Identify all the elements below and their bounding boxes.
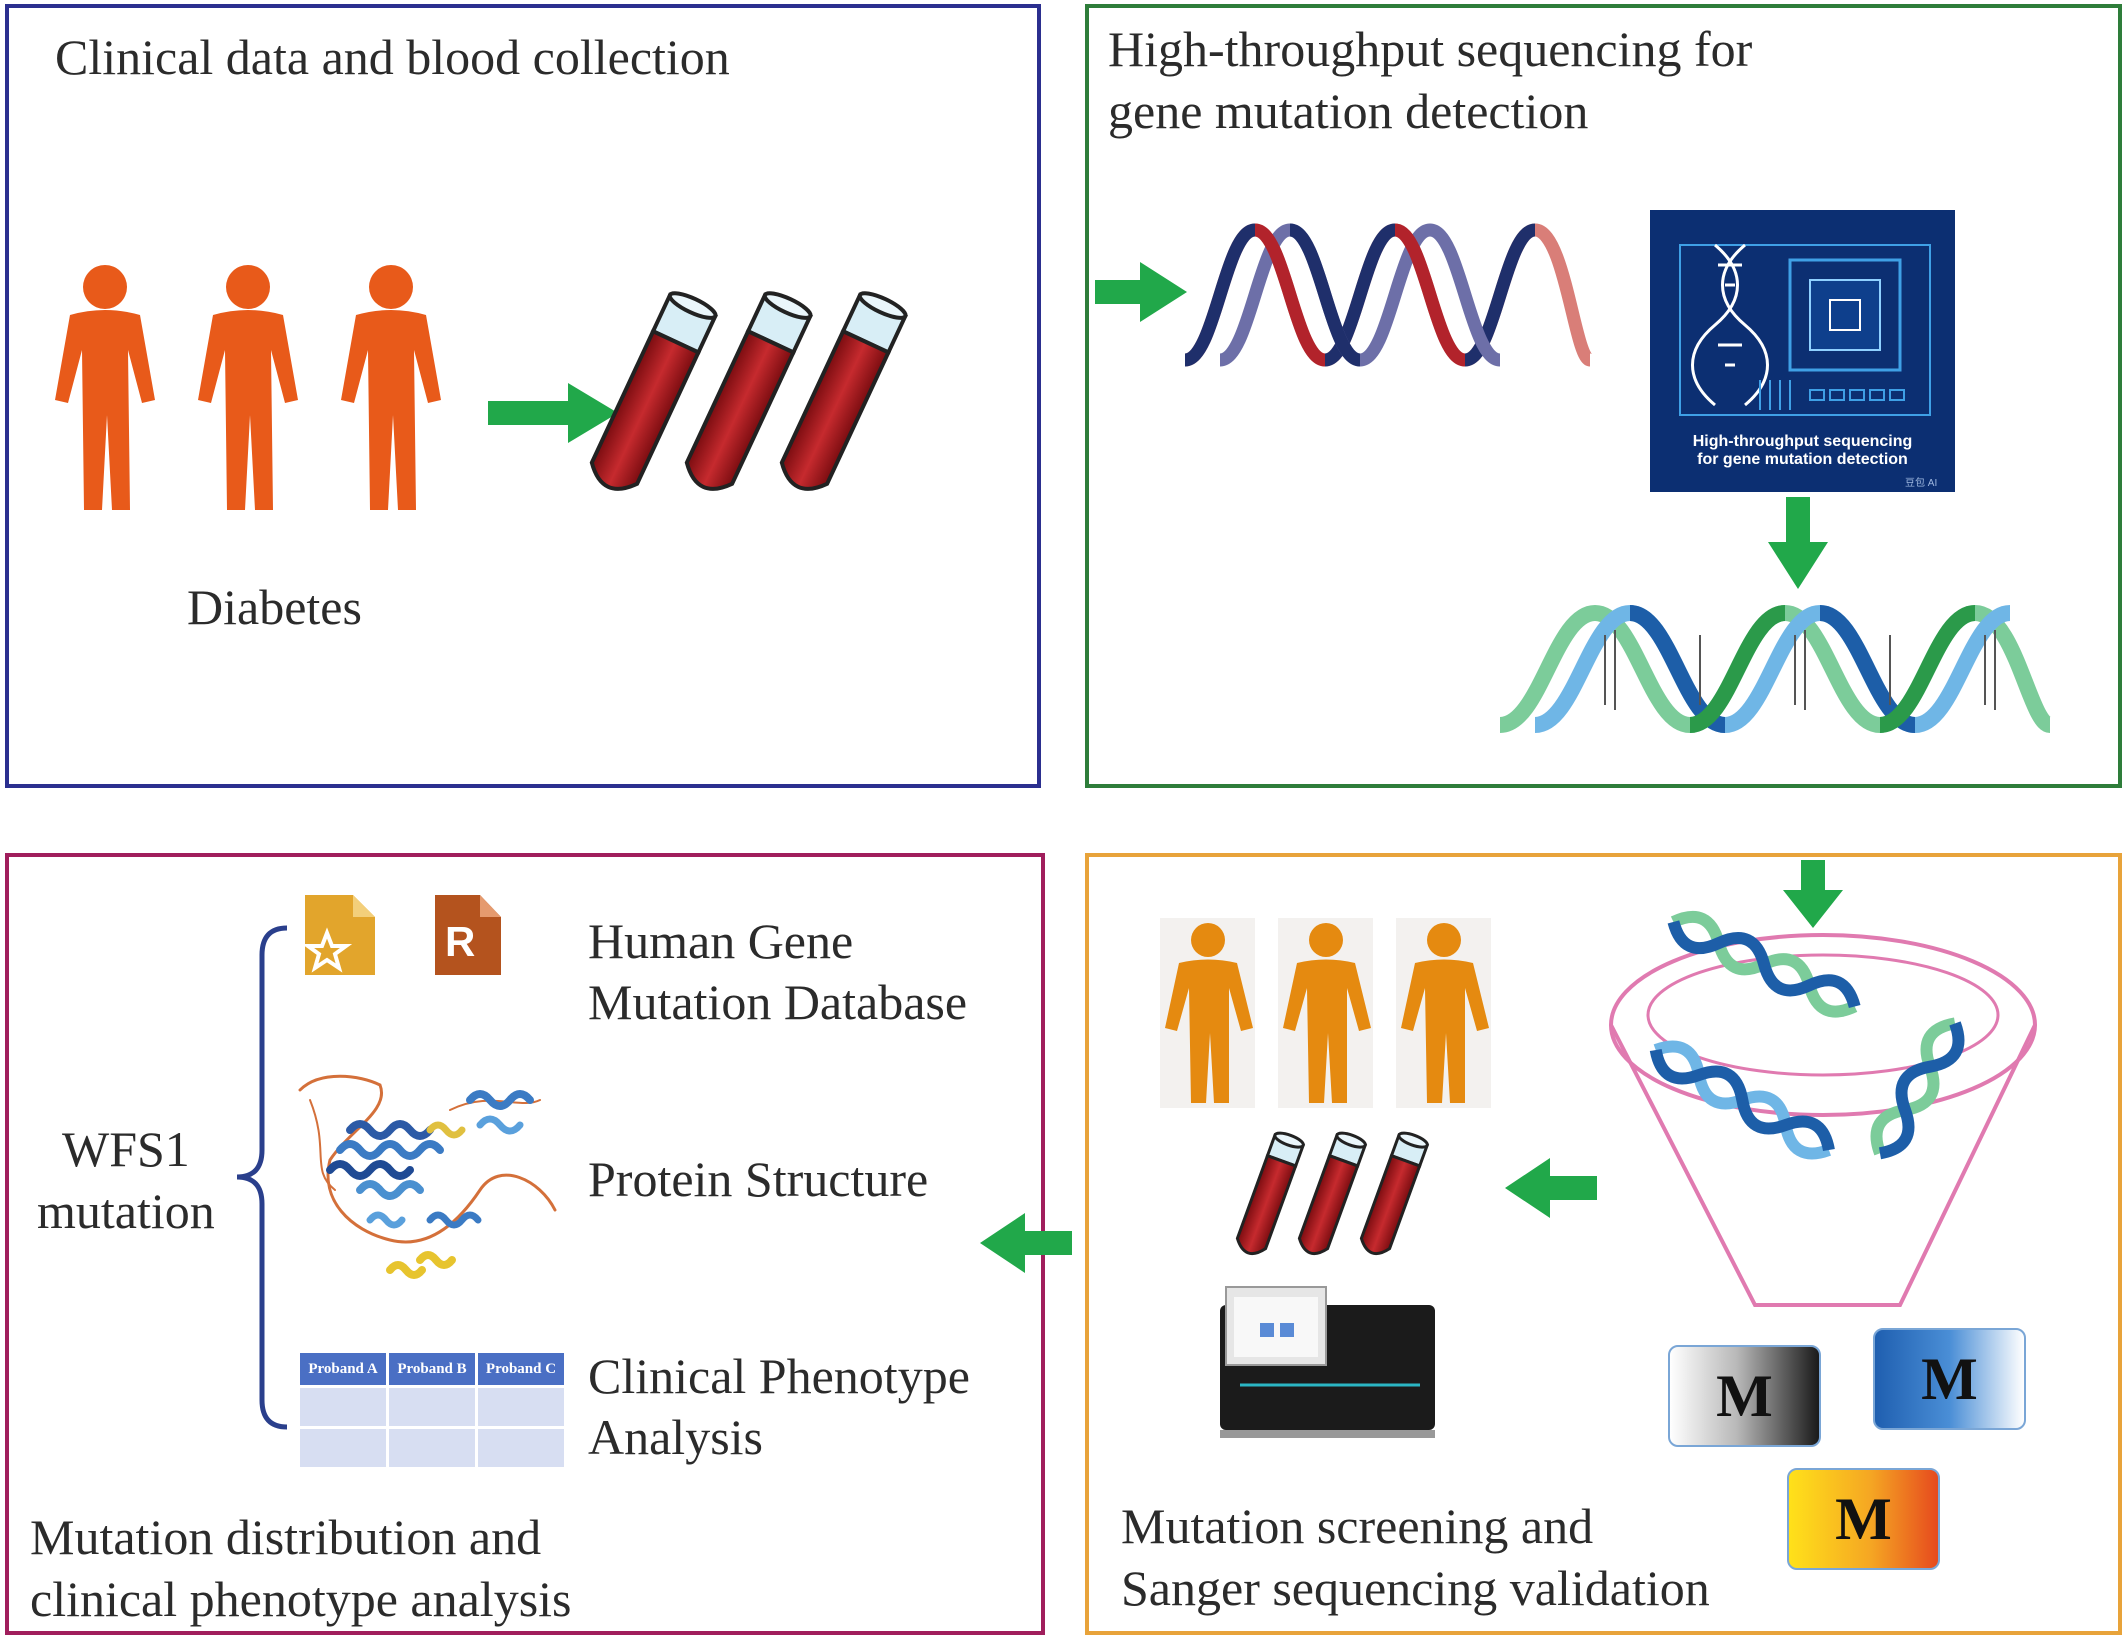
analysis-title-line1: Mutation distribution and	[30, 1509, 542, 1565]
r-file-letter: R	[445, 918, 476, 965]
star-file-icon	[301, 895, 375, 975]
dna-helix-icon	[1498, 604, 2053, 734]
blood-tube-icon	[589, 291, 718, 491]
chip-signature: 豆包 AI	[1905, 478, 1938, 489]
m-box-orange: M	[1787, 1468, 1940, 1570]
blood-tube-icon	[1297, 1131, 1368, 1256]
arrow-icon	[1505, 1158, 1597, 1218]
table-cell	[300, 1388, 386, 1426]
person-icon	[1283, 923, 1371, 1103]
gene-label-line1: WFS1	[62, 1121, 190, 1177]
panel-screening	[1085, 853, 2122, 1635]
table-cell	[389, 1388, 475, 1426]
funnel-icon	[1609, 910, 2037, 1307]
blood-tube-icon	[779, 291, 908, 491]
dna-helix-icon	[1183, 223, 1594, 367]
blood-tube-group	[1235, 1131, 1430, 1256]
blood-tube-icon	[684, 291, 813, 491]
protein-structure-icon	[298, 1074, 557, 1279]
table-header-proband-a: Proband A	[300, 1353, 386, 1385]
person-icon	[198, 265, 298, 510]
blood-tube-icon	[1235, 1131, 1306, 1256]
screening-title-line1: Mutation screening and	[1121, 1498, 1594, 1554]
diabetes-label: Diabetes	[187, 579, 362, 635]
hgmd-label-line1: Human Gene	[588, 913, 854, 969]
sequencing-chip-icon: High-throughput sequencing for gene muta…	[1650, 210, 1955, 492]
person-icon	[55, 265, 155, 510]
blood-tube-group	[589, 291, 908, 491]
table-cell	[478, 1429, 564, 1467]
table-cell	[478, 1388, 564, 1426]
arrow-icon	[980, 1213, 1072, 1273]
table-cell	[300, 1429, 386, 1467]
arrow-icon	[1768, 497, 1828, 589]
person-icon	[341, 265, 441, 510]
panel-clinical-data	[5, 4, 1041, 788]
panel-sequencing	[1085, 4, 2122, 788]
chip-caption-line2: for gene mutation detection	[1697, 451, 1908, 468]
table-cell	[389, 1429, 475, 1467]
m-box-gray: M	[1668, 1345, 1821, 1447]
analysis-title-line2: clinical phenotype analysis	[30, 1571, 572, 1627]
phenotype-label-line1: Clinical Phenotype	[588, 1348, 970, 1404]
m-box-blue: M	[1873, 1328, 2026, 1430]
arrow-icon	[488, 383, 618, 443]
phenotype-label-line2: Analysis	[588, 1409, 763, 1465]
person-icon	[1401, 923, 1489, 1103]
arrow-icon	[1095, 262, 1187, 322]
gene-label-line2: mutation	[37, 1183, 215, 1239]
hgmd-label-line2: Mutation Database	[588, 974, 968, 1030]
brace-icon	[236, 925, 288, 1430]
phenotype-table: Proband A Proband B Proband C	[297, 1350, 567, 1470]
patient-group	[55, 265, 441, 510]
blood-tube-icon	[1359, 1131, 1430, 1256]
clinical-panel-title: Clinical data and blood collection	[55, 29, 730, 85]
patient-group	[1160, 918, 1491, 1108]
sequencing-title-line1: High-throughput sequencing for	[1108, 21, 1753, 77]
table-header-proband-c: Proband C	[478, 1353, 564, 1385]
protein-structure-label: Protein Structure	[588, 1151, 929, 1207]
table-header-proband-b: Proband B	[389, 1353, 475, 1385]
r-file-icon: R	[435, 895, 501, 975]
sequencing-title-line2: gene mutation detection	[1108, 83, 1589, 139]
arrow-icon	[1783, 860, 1843, 928]
person-icon	[1165, 923, 1253, 1103]
screening-title-line2: Sanger sequencing validation	[1121, 1560, 1710, 1616]
chip-caption-line1: High-throughput sequencing	[1692, 433, 1913, 450]
sequencer-machine-icon	[1220, 1286, 1435, 1438]
